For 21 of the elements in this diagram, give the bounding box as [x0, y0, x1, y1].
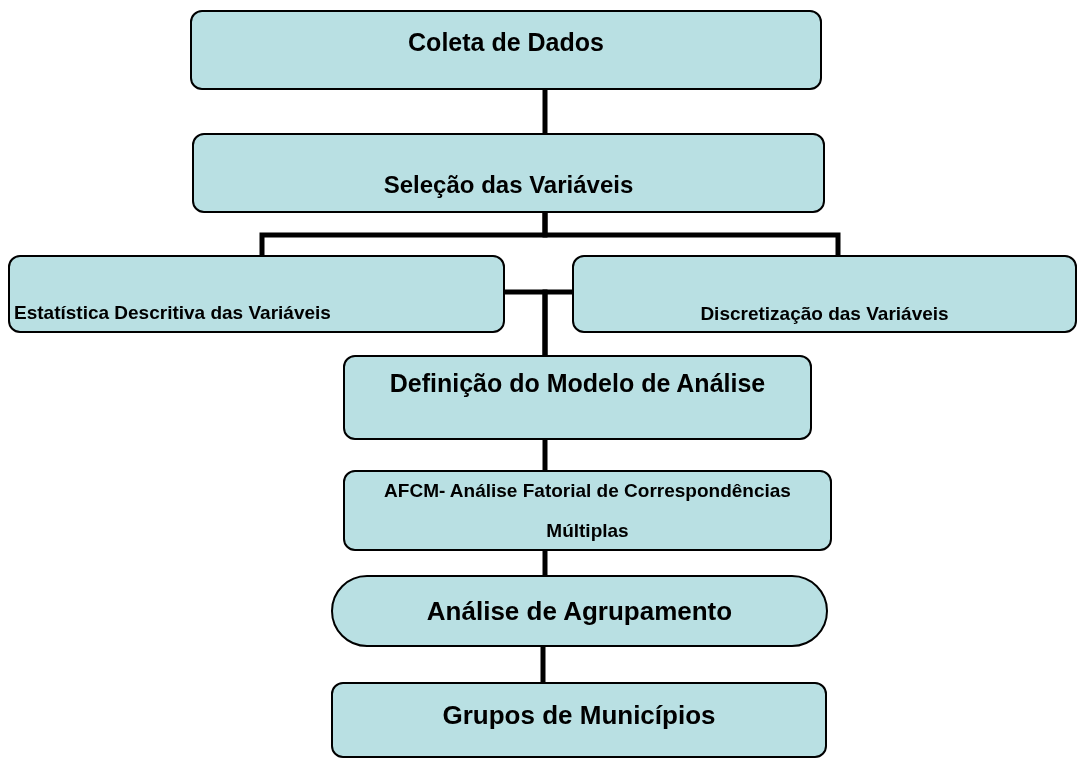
- connector-line: [542, 213, 841, 255]
- process-box: [343, 355, 812, 440]
- connector-line: [540, 647, 546, 682]
- box-label: Discretização das Variáveis: [700, 301, 949, 326]
- process-box: [8, 255, 505, 333]
- connector-line: [542, 90, 548, 133]
- connector-line: [542, 289, 572, 355]
- box-label: Coleta de Dados: [408, 27, 604, 58]
- process-box: [192, 133, 825, 213]
- box-label: Definição do Modelo de Análise: [389, 368, 766, 399]
- process-box: [572, 255, 1077, 333]
- process-box: [190, 10, 822, 90]
- process-box: [331, 682, 827, 758]
- box-label: Seleção das Variáveis: [383, 170, 634, 200]
- process-box: [343, 470, 832, 551]
- box-label: Grupos de Municípios: [442, 699, 716, 732]
- connector-line: [542, 440, 548, 470]
- connector-line: [542, 551, 548, 575]
- box-label: AFCM- Análise Fatorial de Correspondências Múltiplas: [383, 478, 792, 543]
- box-label: Análise de Agrupamento: [426, 594, 733, 628]
- box-label: Estatística Descritiva das Variáveis: [14, 300, 331, 325]
